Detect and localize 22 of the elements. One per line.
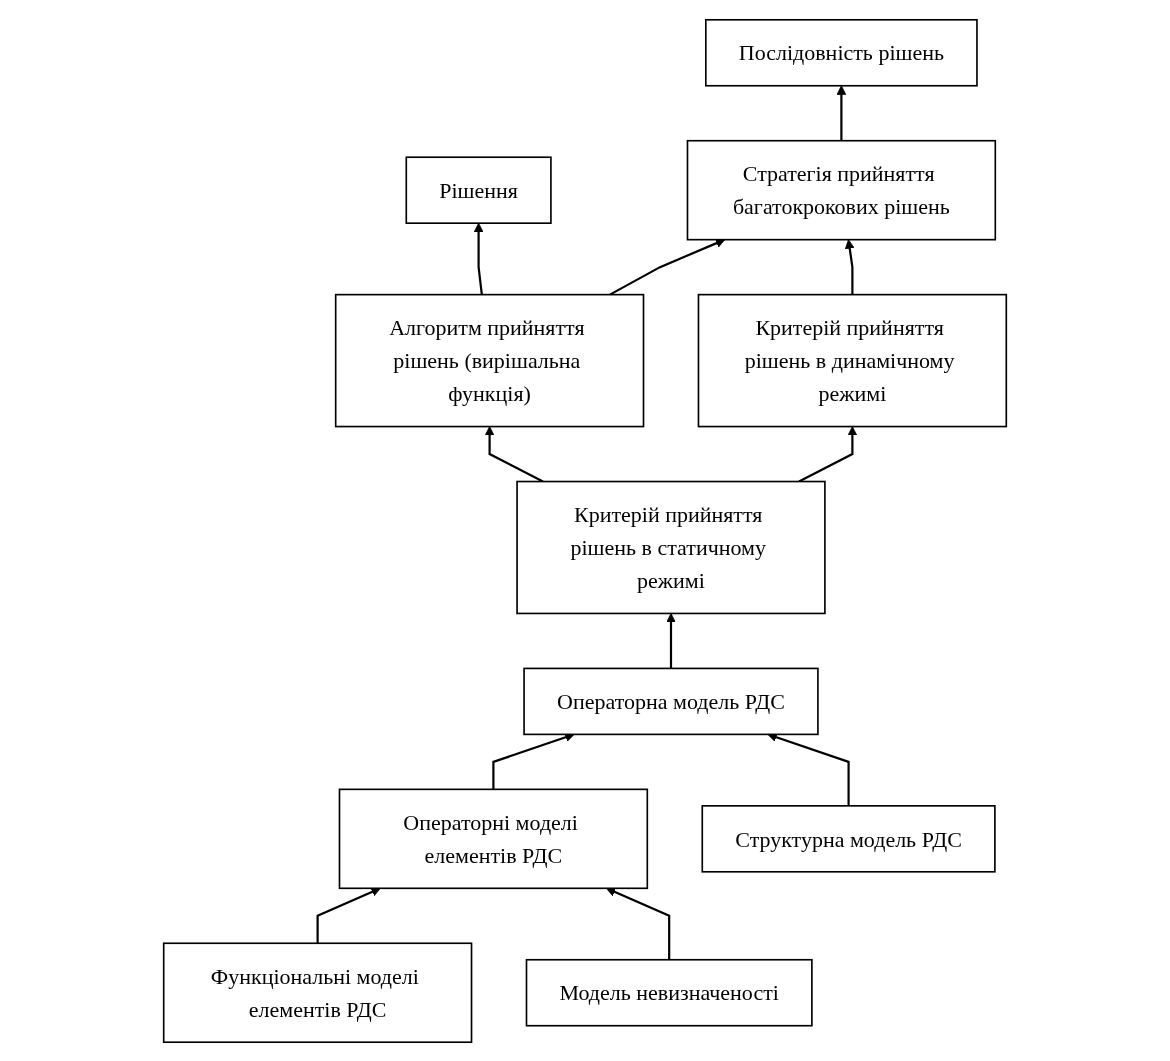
arrow <box>492 732 575 789</box>
arrow <box>484 425 544 482</box>
arrow <box>844 238 855 295</box>
arrow <box>605 886 671 960</box>
node-box: Стратегія прийняття багатокрокових рішень <box>686 139 997 240</box>
node-box: Модель невизначеності <box>525 958 813 1027</box>
node-box: Критерій прийняття рішень в динамічному режимі <box>697 293 1008 427</box>
arrow <box>609 238 726 296</box>
arrow <box>767 732 850 806</box>
arrow <box>798 425 858 482</box>
node-box: Операторні моделі елементів РДС <box>338 788 649 889</box>
node-box: Алгоритм прийняття рішень (вирішальна функція) <box>334 293 645 427</box>
arrow <box>473 222 484 295</box>
node-box: Операторна модель РДС <box>523 667 819 735</box>
node-box: Функціональні моделі елементів РДС <box>162 941 473 1043</box>
arrow <box>836 84 847 141</box>
node-box: Послідовність рішень <box>705 18 978 87</box>
arrow <box>666 612 676 668</box>
node-box: Критерій прийняття рішень в статичному режимі <box>516 480 826 614</box>
node-box: Рішення <box>405 155 552 224</box>
arrow <box>316 886 381 943</box>
node-box: Структурна модель РДС <box>701 804 996 873</box>
